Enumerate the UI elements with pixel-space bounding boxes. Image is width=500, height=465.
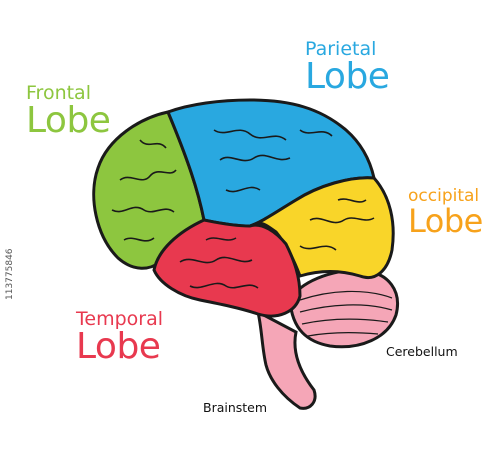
parietal-lobe-label-line1: Parietal (305, 38, 377, 60)
brainstem-region (255, 309, 317, 410)
stock-id-watermark: 113775846 (5, 248, 15, 300)
temporal-lobe-label-line1: Temporal (76, 308, 163, 330)
parietal-lobe-label-line2: Lobe (305, 56, 390, 97)
frontal-lobe-label-line1: Frontal (26, 82, 91, 104)
temporal-lobe-label-line2: Lobe (76, 326, 161, 367)
parietal-lobe-label: Parietal Lobe (305, 38, 390, 97)
occipital-lobe-label-line2: Lobe (408, 202, 483, 240)
brainstem-label: Brainstem (203, 400, 268, 415)
cerebellum-folds (299, 290, 393, 337)
frontal-lobe-label: Frontal Lobe (26, 82, 111, 141)
brain-gyri (111, 129, 375, 289)
cerebellum-region (288, 268, 399, 349)
cerebellum-label: Cerebellum (386, 344, 458, 359)
temporal-lobe-label: Temporal Lobe (76, 310, 163, 365)
frontal-lobe-label-line2: Lobe (26, 100, 111, 141)
occipital-lobe-label-line1: occipital (408, 186, 480, 206)
temporal-lobe-region (152, 218, 302, 318)
occipital-lobe-label: occipital Lobe (408, 186, 483, 240)
